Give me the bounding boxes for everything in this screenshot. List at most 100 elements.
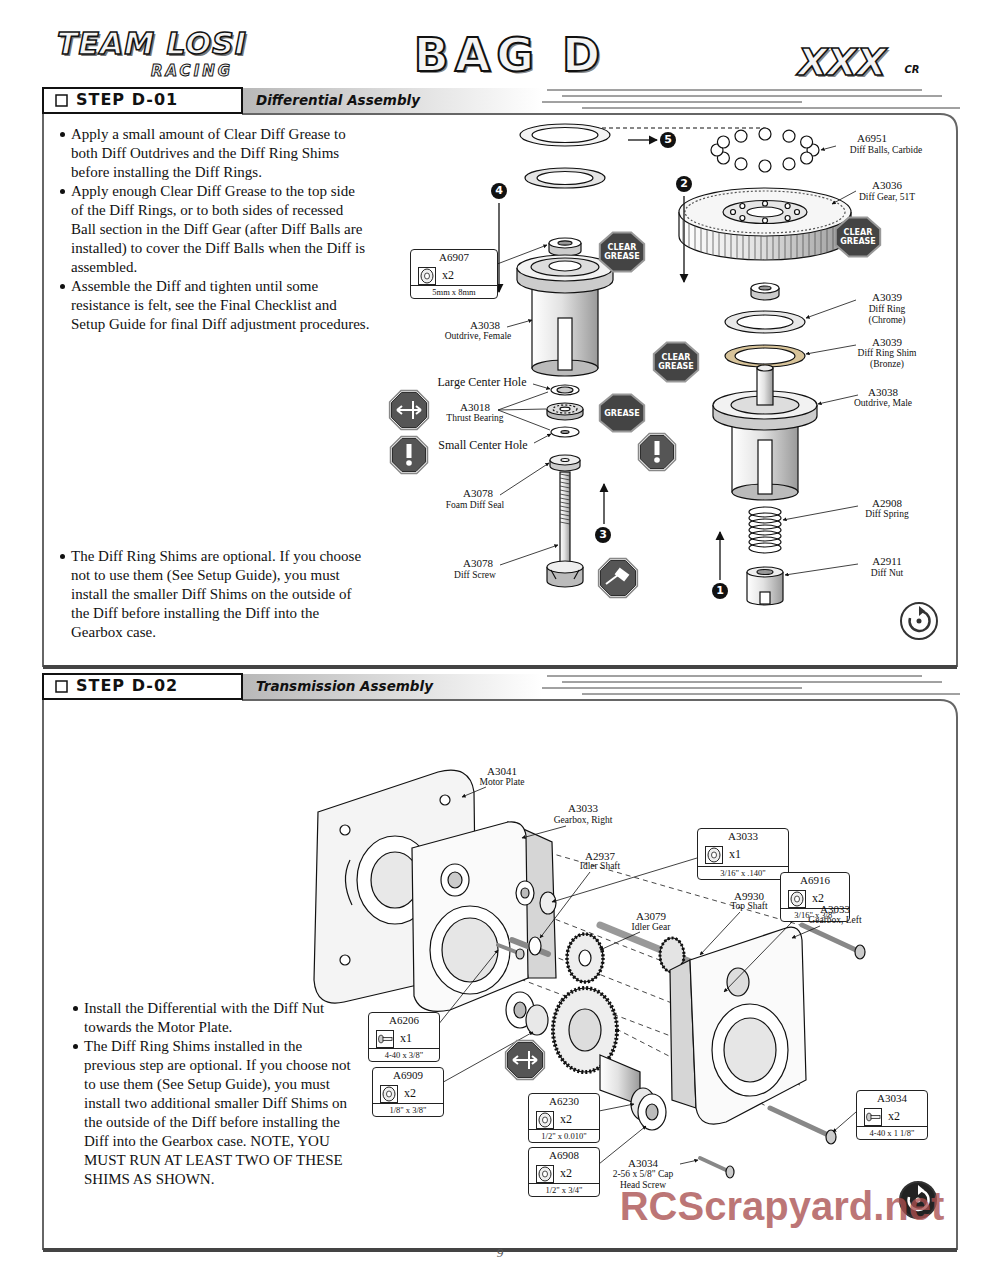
screw-shaft <box>383 1038 392 1041</box>
icon-octagon-rim <box>391 437 428 474</box>
part-number: A3018 <box>460 401 490 413</box>
gear-tooth <box>827 229 828 253</box>
part-note: Large Center Hole <box>437 375 526 389</box>
screw-thread <box>560 494 570 496</box>
gear-tooth <box>815 232 816 256</box>
icon-octagon <box>640 435 673 468</box>
caution-bar <box>407 444 412 458</box>
part-name: Diff Ring (Chrome) <box>855 304 919 326</box>
washer-ring <box>383 1087 395 1101</box>
part-name: Outdrive, Female <box>445 331 511 342</box>
washer-ring <box>791 892 803 906</box>
callout-circle <box>712 583 728 599</box>
icon-frame <box>706 847 723 864</box>
adjust-symbol <box>397 401 421 419</box>
caution-dot <box>654 457 660 463</box>
check-box <box>56 681 67 692</box>
washer-icon <box>418 267 436 285</box>
screw-thread <box>560 474 570 476</box>
step-callout: 1 <box>716 585 724 597</box>
quantity: x2 <box>442 268 454 282</box>
spring-coil <box>749 543 781 553</box>
gear-tooth <box>821 230 822 254</box>
washer-hole <box>795 896 800 902</box>
part-note: Small Center Hole <box>438 438 527 452</box>
part-number: A3041 <box>487 765 517 777</box>
step-callout: 4 <box>495 185 503 197</box>
gear-tooth <box>713 231 714 255</box>
washer-ring <box>421 269 433 283</box>
washer-ring <box>539 1113 551 1127</box>
grease-tag: CLEAR GREASE <box>833 215 883 259</box>
part-number: A9930 <box>734 890 764 902</box>
grease-text: CLEAR GREASE <box>833 215 883 259</box>
gear-tooth <box>773 236 774 260</box>
gear-tooth <box>683 219 684 243</box>
quantity: x2 <box>560 1166 572 1180</box>
gear-tooth <box>785 235 786 259</box>
screw-thread <box>560 514 570 516</box>
hardware-box: A6206x14-40 x 3/8" <box>368 1012 440 1062</box>
hardware-box: A6907x25mm x 8mm <box>410 249 498 299</box>
part-number: A3033 <box>698 830 788 843</box>
part-number: A3039 <box>872 291 902 303</box>
step-title: Differential Assembly <box>256 91 420 109</box>
part-number: A3034 <box>857 1092 927 1105</box>
screw-icon <box>864 1108 882 1126</box>
quantity: x2 <box>888 1109 900 1123</box>
title-bar <box>242 674 542 699</box>
washer-icon <box>536 1165 554 1183</box>
bullet-dot <box>60 554 65 559</box>
gear-tooth <box>833 227 834 251</box>
part-size: 4-40 x 1 1/8" <box>857 1126 927 1138</box>
bullet-dot <box>60 132 65 137</box>
icon-frame <box>537 1112 554 1129</box>
bullet-dot <box>60 284 65 289</box>
screw-thread <box>560 502 570 504</box>
washer-ring <box>708 848 720 862</box>
instruction-text: Install the Differential with the Diff N… <box>84 999 356 1037</box>
washer-hole <box>712 852 717 858</box>
gear-tooth <box>749 236 750 260</box>
part-number: A6909 <box>373 1069 443 1082</box>
washer-ring <box>539 1167 551 1181</box>
washer-icon <box>380 1085 398 1103</box>
part-name: Thrust Bearing <box>446 413 503 424</box>
gear-tooth <box>707 230 708 254</box>
screwdriver-symbol <box>606 569 628 584</box>
instruction-text: Apply enough Clear Diff Grease to the to… <box>71 182 371 277</box>
screw-thread <box>560 518 570 520</box>
icon-octagon-rim <box>639 434 676 471</box>
step-callout: 5 <box>664 134 672 146</box>
screw-shaft <box>871 1116 880 1119</box>
hardware-box: A3033x13/16" x .140" <box>697 828 789 880</box>
washer-icon <box>536 1111 554 1129</box>
part-number: A3039 <box>872 336 902 348</box>
gear-tooth <box>761 236 762 260</box>
icon-frame <box>381 1086 398 1103</box>
part-name: Top Shaft <box>730 901 767 912</box>
gear-tooth <box>731 234 732 258</box>
instruction-text: The Diff Ring Shims are optional. If you… <box>71 547 371 642</box>
part-name: Gearbox, Right <box>554 815 613 826</box>
caution-bar <box>655 441 660 455</box>
part-size: 4-40 x 3/8" <box>369 1048 439 1060</box>
bullet-dot <box>60 189 65 194</box>
panel-base <box>43 665 957 669</box>
instruction-text: Assemble the Diff and tighten until some… <box>71 277 371 334</box>
gear-tooth <box>689 223 690 247</box>
part-name: Idler Gear <box>632 922 671 933</box>
callout-circle <box>660 132 676 148</box>
part-size: 5mm x 8mm <box>411 285 497 297</box>
bullet-dot <box>73 1006 78 1011</box>
gear-tooth <box>719 232 720 256</box>
spring-coil <box>749 513 781 523</box>
part-number: A3033 <box>820 903 850 915</box>
icon-octagon <box>392 438 425 471</box>
gear-tooth <box>809 233 810 257</box>
part-number: A6230 <box>529 1095 599 1108</box>
quantity: x2 <box>560 1112 572 1126</box>
part-number: A6908 <box>529 1149 599 1162</box>
step-tab <box>43 88 242 113</box>
